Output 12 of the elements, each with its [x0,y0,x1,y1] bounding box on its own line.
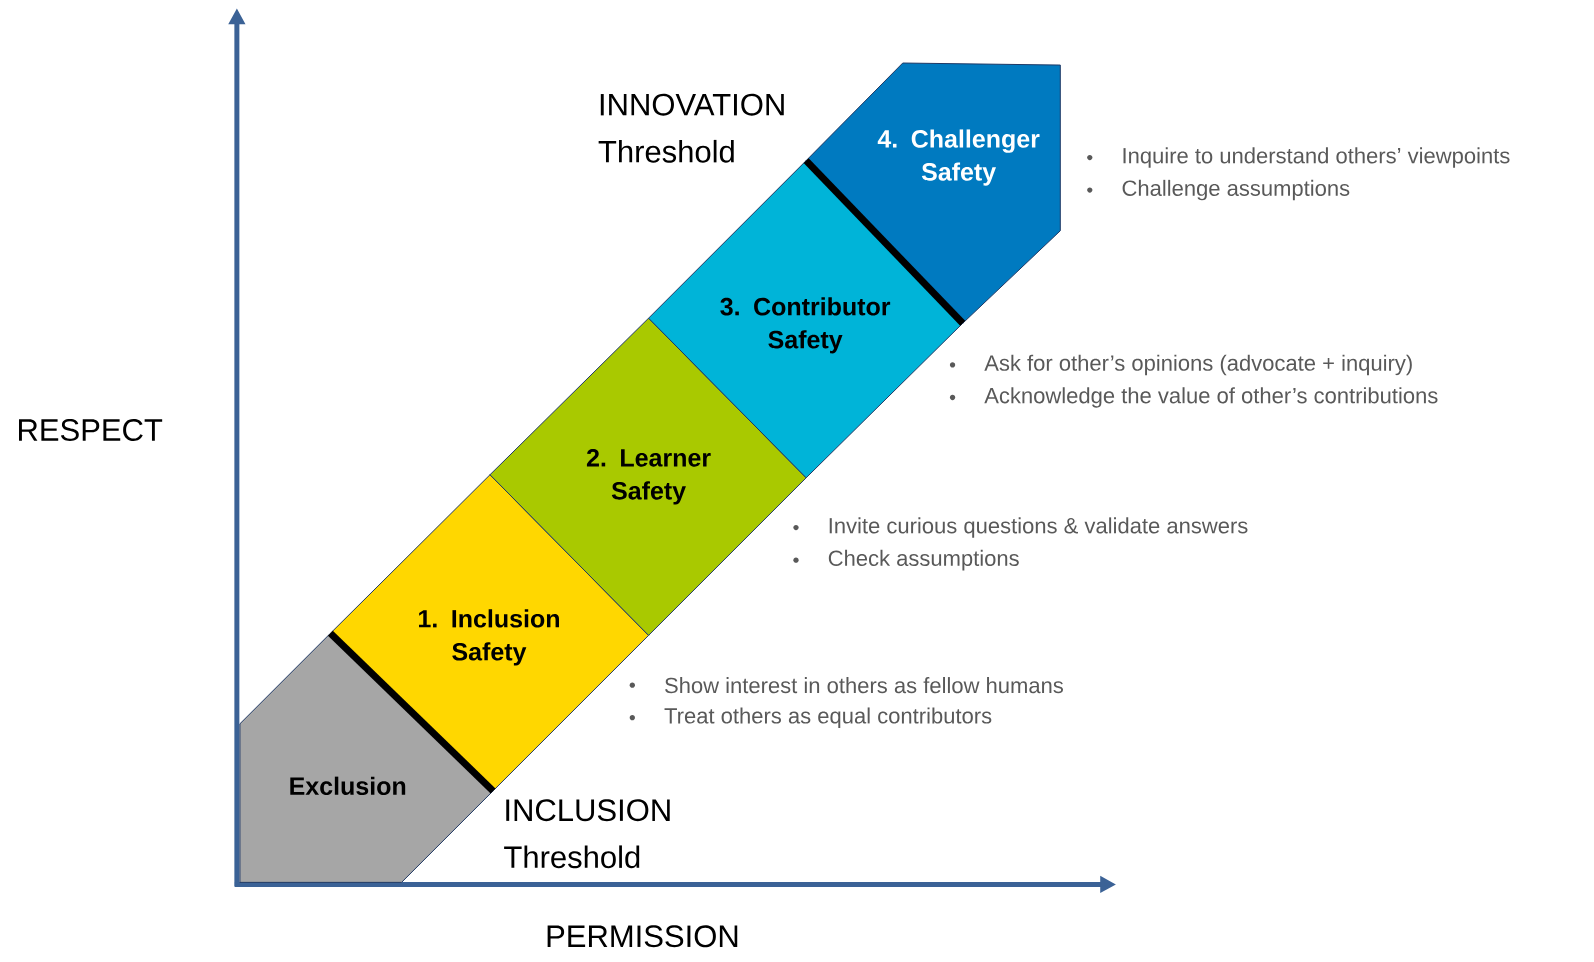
bullet-text: Acknowledge the value of other’s contributions [984,387,1438,408]
bullet-text: Treat others as equal contributors [664,707,992,729]
bullet-text: Show interest in others as fellow humans [665,677,1063,694]
bullet-text: Challenge assumptions [1122,180,1350,201]
bullet-text: Ask for other’s opinions (advocate + inquiry) [984,354,1412,376]
bullet-text: Check assumptions [828,550,1019,571]
axis-label: PERMISSION [547,925,738,948]
axis-label: INCLUSION Threshold [504,799,670,869]
axis-label: INNOVATION Threshold [598,93,784,163]
axis-label: RESPECT [19,419,163,442]
bullet-text: Inquire to understand others’ viewpoints [1123,147,1510,168]
bullet-text: Invite curious questions & validate answers [829,517,1248,538]
